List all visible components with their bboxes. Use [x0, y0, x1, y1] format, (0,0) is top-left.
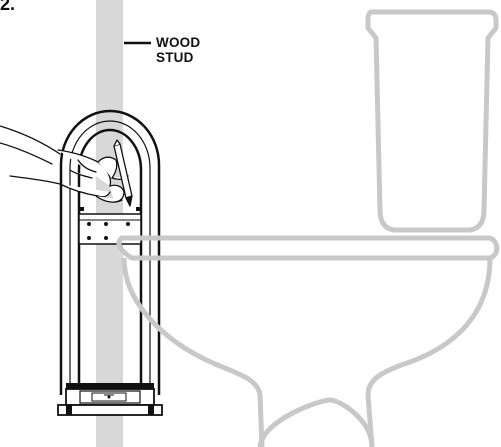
toilet-tank — [365, 9, 499, 233]
screw-hole-1 — [87, 222, 91, 226]
toilet-base — [257, 397, 375, 447]
grab-bar-outer — [59, 109, 161, 395]
screw-hole-3 — [126, 222, 130, 226]
callout-line-2: STUD — [156, 50, 194, 65]
callout-line-1: WOOD — [156, 35, 201, 50]
step-label: 2. — [0, 0, 16, 14]
wood-stud-callout: WOOD STUD — [156, 35, 200, 65]
screw-hole-5 — [104, 236, 108, 240]
base-left-foot — [66, 405, 72, 415]
toilet-outline — [116, 9, 500, 447]
toilet-seat — [116, 235, 500, 261]
grab-bar-base — [57, 383, 163, 416]
hand-with-pencil — [0, 125, 133, 207]
screw-hole-2 — [104, 222, 108, 226]
base-right-foot — [148, 405, 154, 415]
toilet-bowl — [121, 257, 493, 447]
grab-bar-inner-edge — [69, 120, 151, 395]
screw-hole-4 — [87, 236, 91, 240]
